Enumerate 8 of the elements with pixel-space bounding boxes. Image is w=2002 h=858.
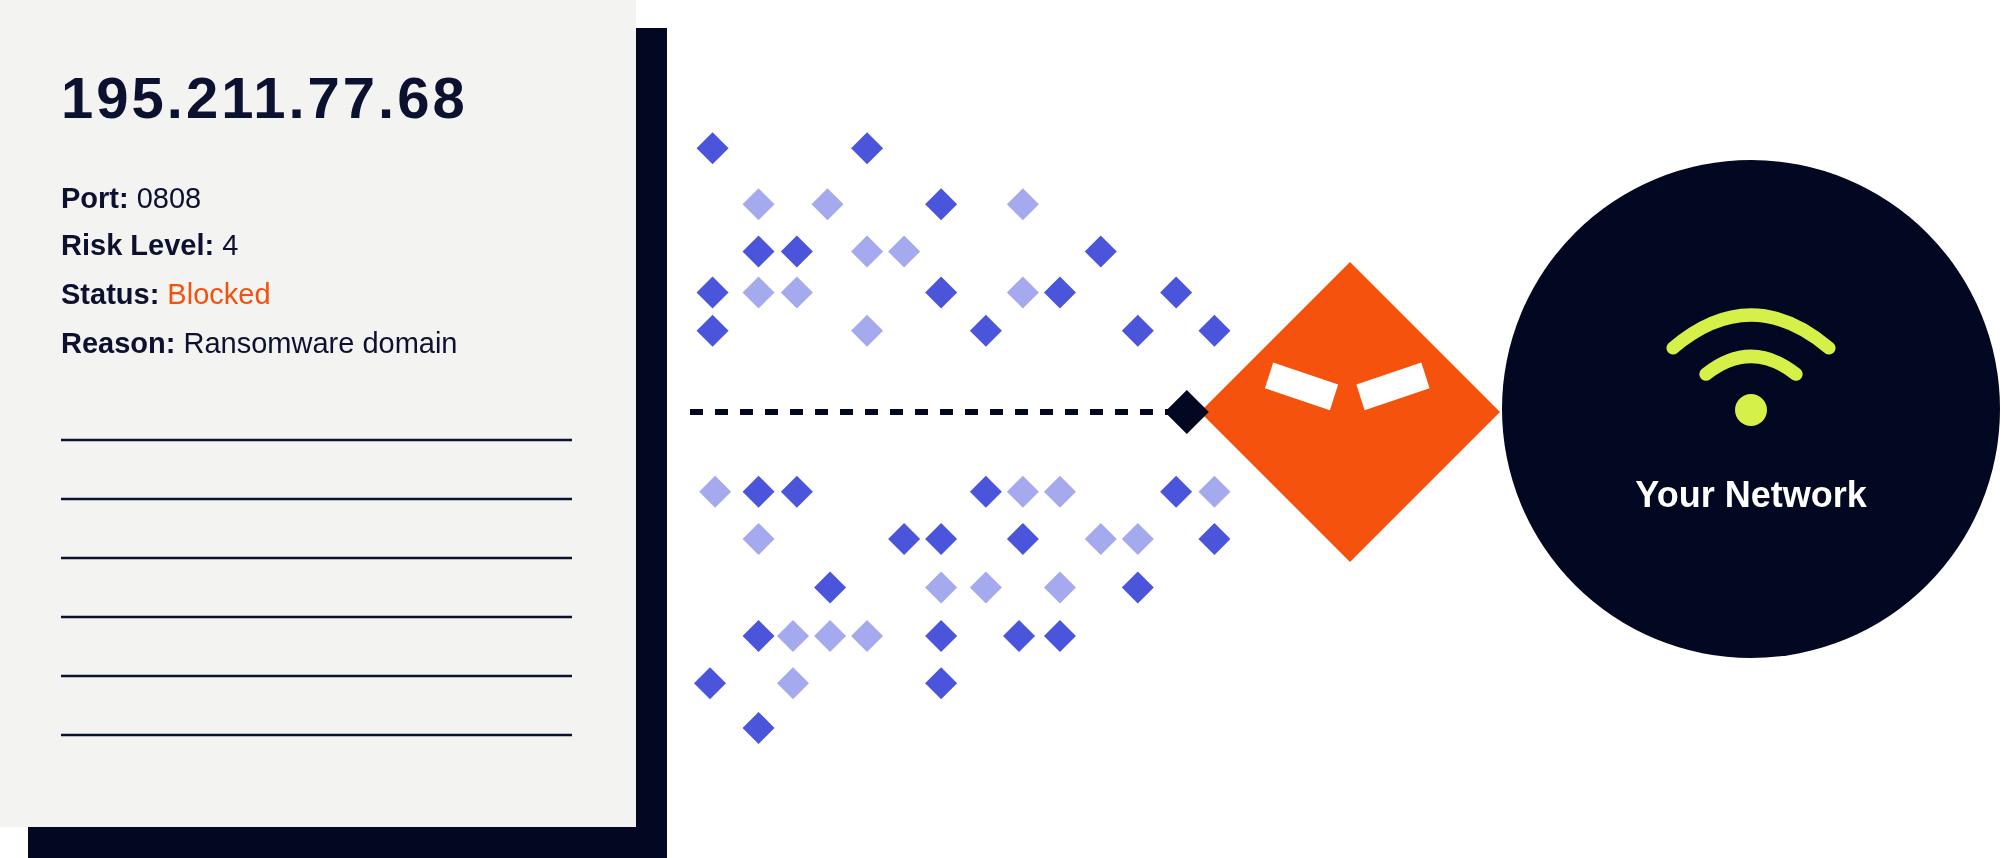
- info-line: Port: 0808: [61, 182, 202, 215]
- info-line: Reason: Ransomware domain: [61, 327, 458, 360]
- info-line: Status: Blocked: [61, 278, 271, 311]
- ip-address-heading: 195.211.77.68: [61, 64, 468, 131]
- info-card: [0, 0, 636, 827]
- dashed-connector: [690, 390, 1209, 434]
- info-line: Risk Level: 4: [61, 229, 239, 262]
- network-label: Your Network: [1634, 473, 1868, 516]
